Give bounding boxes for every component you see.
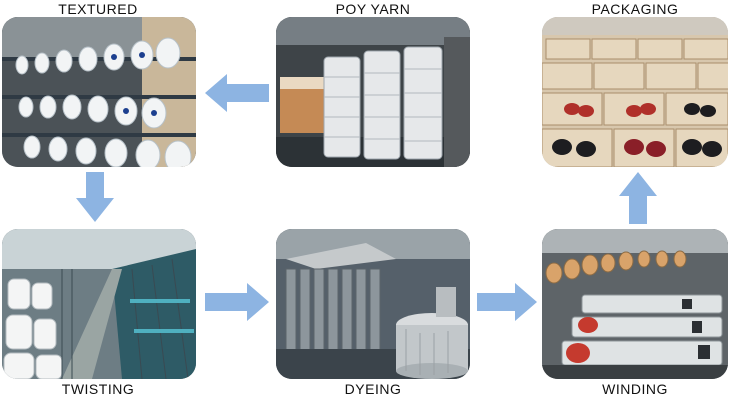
stage-label-packaging: PACKAGING bbox=[591, 1, 679, 17]
arrow-down-icon bbox=[76, 172, 114, 222]
stage-label-poy-yarn: POY YARN bbox=[335, 1, 411, 17]
arrow-up-icon bbox=[619, 172, 657, 224]
photo-textured bbox=[2, 17, 196, 167]
photo-poy-yarn bbox=[276, 17, 470, 167]
stage-label-textured: TEXTURED bbox=[58, 1, 138, 17]
arrow-left-icon bbox=[205, 74, 269, 112]
arrow-right-icon bbox=[477, 283, 537, 321]
photo-dyeing bbox=[276, 229, 470, 379]
stage-label-dyeing: DYEING bbox=[344, 381, 402, 397]
photo-packaging bbox=[542, 17, 728, 167]
photo-winding bbox=[542, 229, 728, 379]
stage-label-winding: WINDING bbox=[602, 381, 668, 397]
photo-twisting bbox=[2, 229, 196, 379]
stage-label-twisting: TWISTING bbox=[61, 381, 135, 397]
arrow-right-icon bbox=[205, 283, 269, 321]
